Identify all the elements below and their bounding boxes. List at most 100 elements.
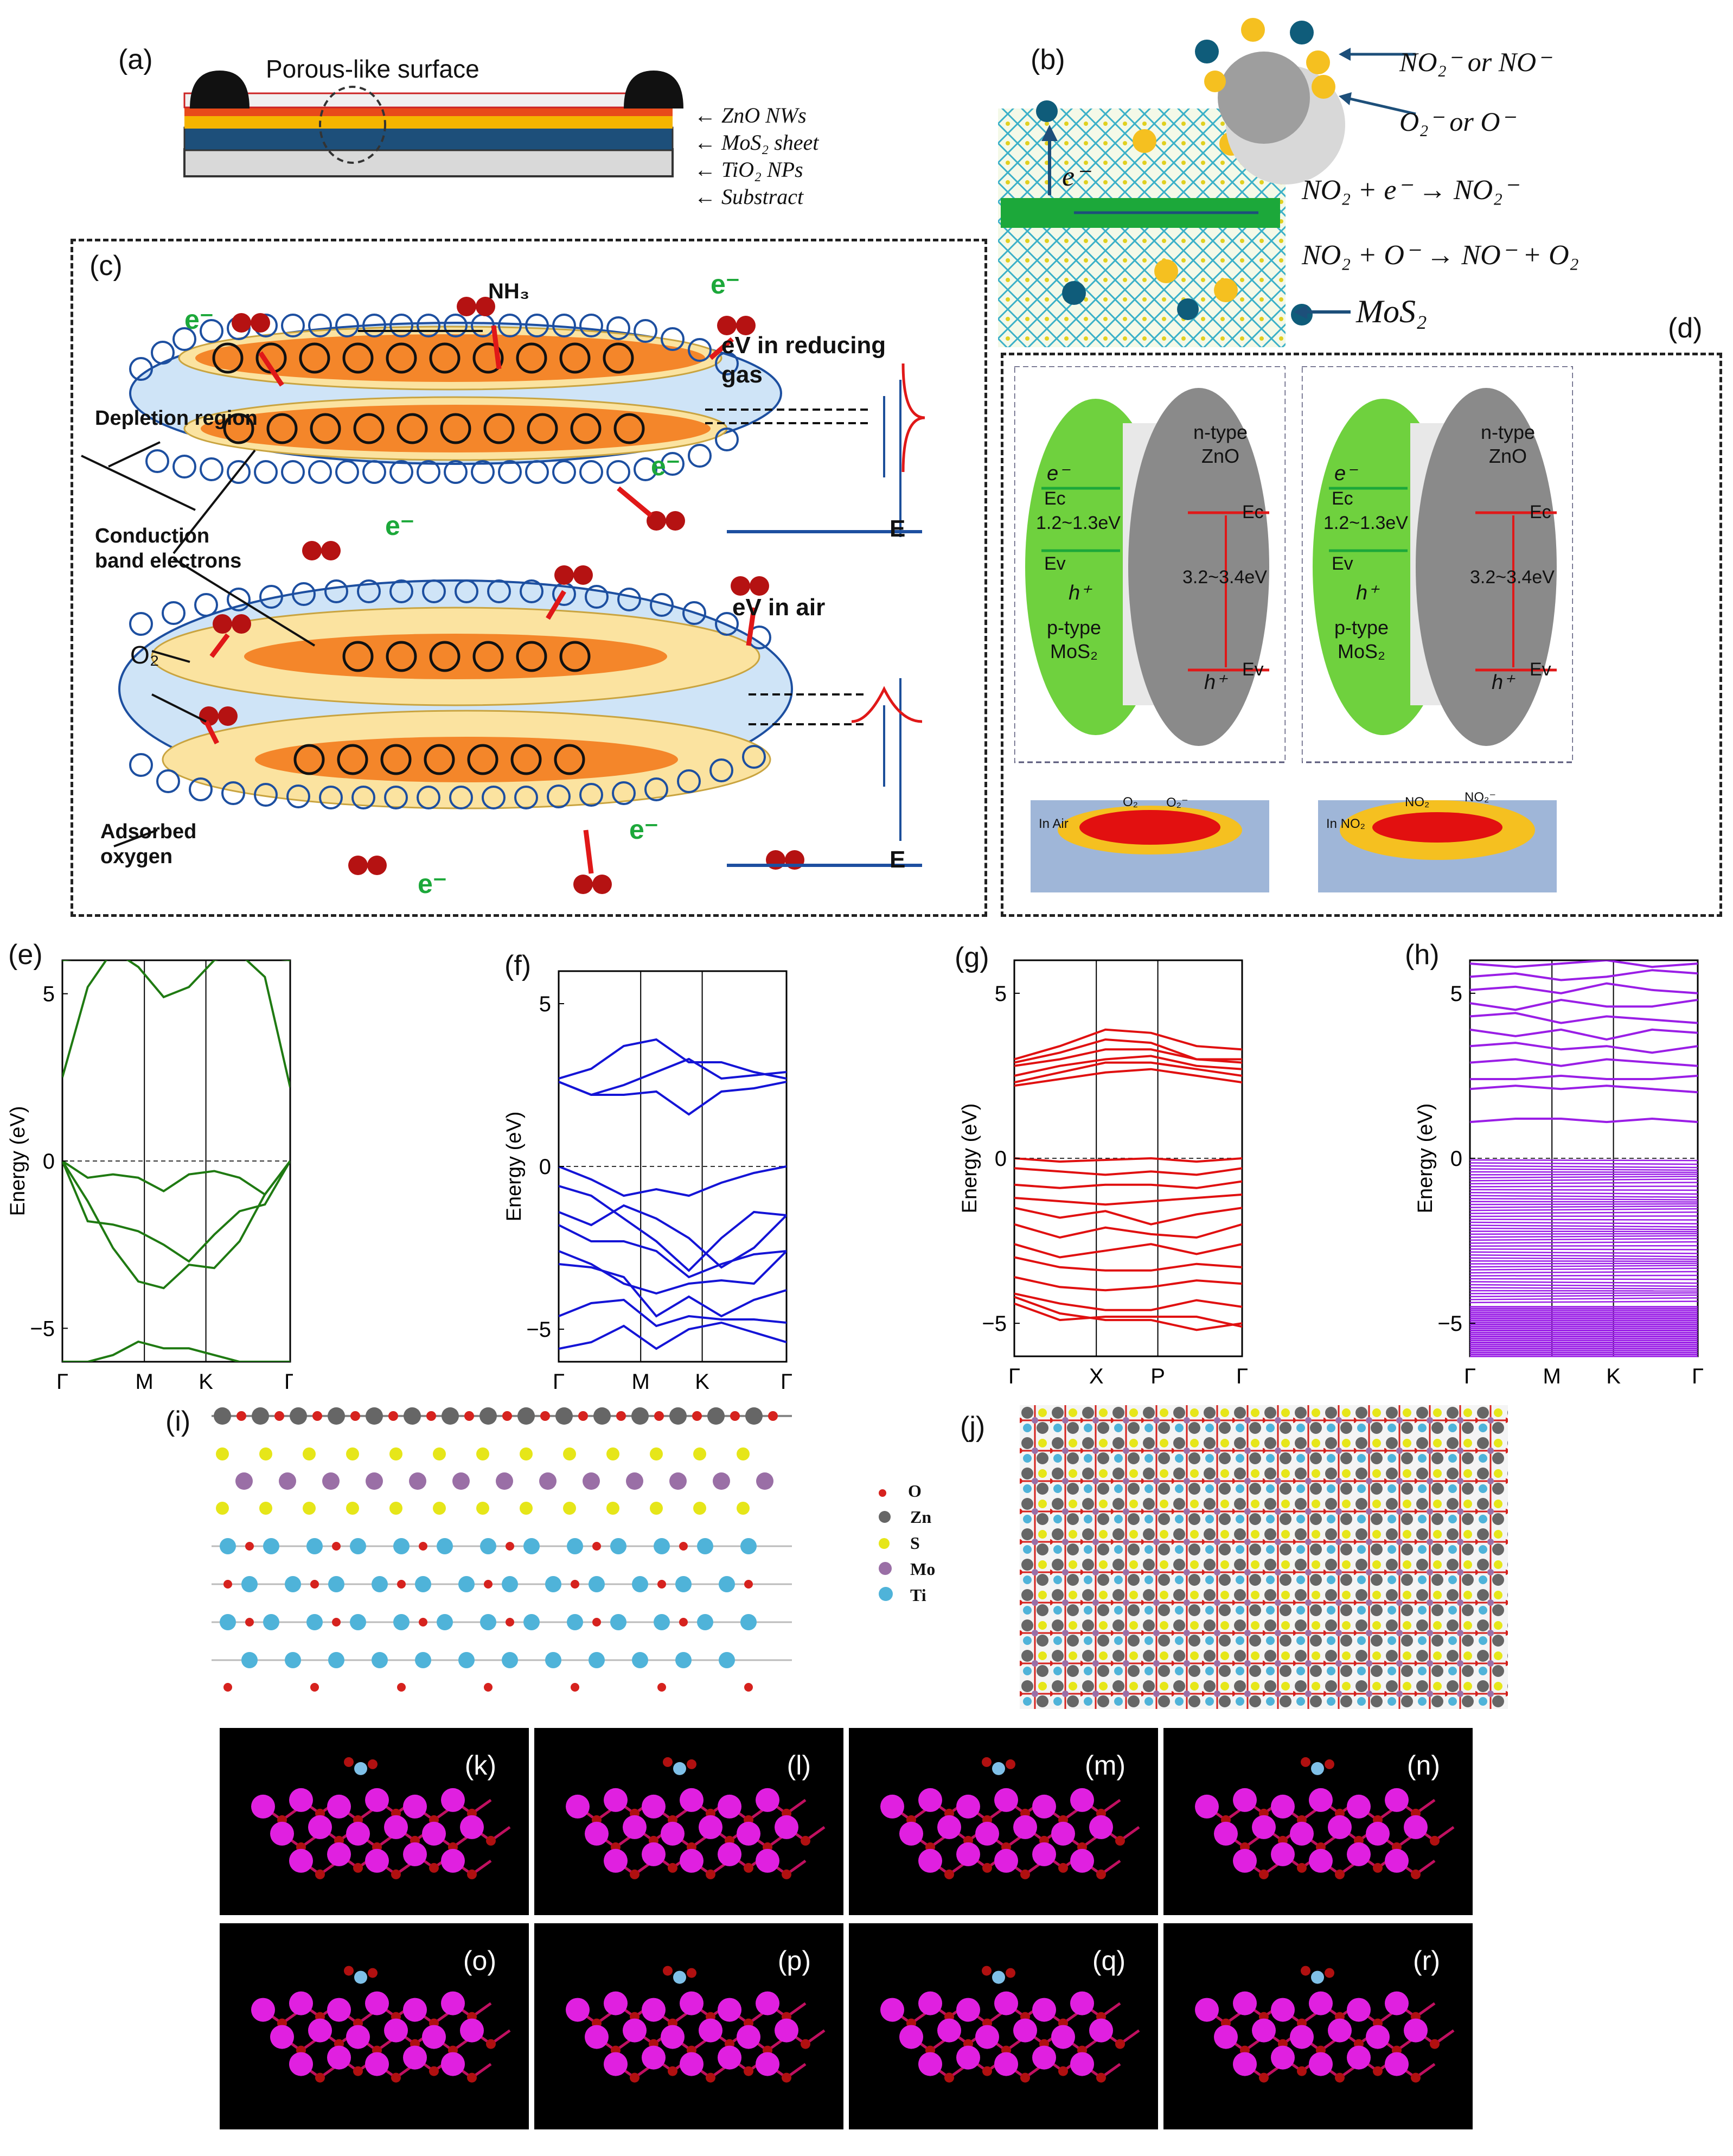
band-line (1014, 1193, 1242, 1206)
oxygen-atom (1020, 2072, 1030, 2083)
oxygen-atom (801, 2039, 810, 2049)
atom-legend: O Zn S Mo Ti (879, 1481, 960, 1611)
adsorbate-atom (673, 1970, 686, 1984)
oxygen-atom (391, 2072, 401, 2083)
band-line (559, 1321, 786, 1350)
metal-atom (956, 1794, 980, 1819)
valence-band-line (1469, 1205, 1698, 1208)
x-tick-label: M (1543, 1364, 1561, 1383)
oxygen-atom (1259, 2072, 1269, 2083)
band-line (62, 960, 290, 1088)
y-tick-label: 0 (43, 1150, 55, 1173)
metal-atom (1271, 1998, 1295, 2022)
mos2-label: MoS₂ (1356, 294, 1427, 329)
metal-atom (623, 1815, 647, 1839)
energy-axis-label-top: E (890, 515, 906, 542)
band-line (559, 1038, 786, 1080)
ev-reducing-gas-label: eV in reducing gas (721, 332, 886, 388)
oxygen-atom (1096, 2072, 1106, 2083)
oxygen-atom (467, 2072, 477, 2083)
panel-label-d: (d) (1668, 312, 1703, 344)
eminus-p-air: e⁻ (1047, 462, 1070, 485)
oxygen-atom (1020, 1869, 1030, 1879)
oxygen-atom (706, 1869, 715, 1879)
ion-label-no2: NO₂⁻ or NO⁻ (1399, 47, 1551, 77)
metal-atom (585, 1821, 609, 1846)
metal-atom (384, 2018, 408, 2043)
adsorption-snapshot-q: (q) (849, 1923, 1158, 2129)
panel-label-c: (c) (89, 250, 123, 282)
oxygen-atom (1430, 2039, 1440, 2049)
band-line (1014, 1207, 1242, 1226)
x-tick-label: Γ (284, 1370, 293, 1389)
metal-atom (566, 1998, 590, 2022)
oxygen-atom (429, 1862, 439, 1873)
metal-atom (365, 1788, 389, 1812)
valence-band-line (1469, 1192, 1698, 1195)
ec-p-no2: Ec (1332, 488, 1353, 509)
valence-band-line (1469, 1224, 1698, 1228)
metal-atom (308, 2018, 332, 2043)
oxygen-atom (944, 1869, 954, 1879)
ev-air-label: eV in air (732, 594, 826, 621)
band-line (1470, 1028, 1698, 1041)
oxygen-atom (1058, 2066, 1068, 2076)
oxygen-atom (1259, 1869, 1269, 1879)
adsorbate-oxygen (1325, 1968, 1334, 1978)
metal-atom (994, 2052, 1018, 2076)
metal-atom (1271, 1794, 1295, 1819)
adsorbate-atom (1311, 1762, 1324, 1775)
panel-label-i: (i) (165, 1406, 191, 1437)
metal-atom (1070, 1991, 1094, 2015)
band-line (1014, 1068, 1242, 1087)
panel-label-l: (l) (786, 1750, 811, 1781)
metal-atom (1366, 2025, 1390, 2049)
oxygen-atom (1335, 1869, 1345, 1879)
oxygen-atom (315, 2072, 325, 2083)
ec-n-air: Ec (1242, 502, 1264, 522)
electron-label-c4: e⁻ (651, 451, 681, 481)
metal-atom (1385, 1848, 1409, 1873)
oxygen-atom (486, 2039, 496, 2049)
metal-atom (289, 1991, 313, 2015)
valence-band-line (1469, 1300, 1698, 1304)
band-line (1014, 1180, 1242, 1189)
metal-atom (346, 1821, 370, 1846)
adsorbate-oxygen (982, 1966, 992, 1976)
band-line (559, 1165, 786, 1197)
electron-label-c1: e⁻ (184, 304, 214, 335)
band-line (1014, 1157, 1242, 1163)
panel-label-q: (q) (1092, 1945, 1126, 1976)
valence-band-line (1469, 1271, 1698, 1274)
metal-atom (604, 1788, 628, 1812)
valence-band-line (1469, 1241, 1698, 1244)
metal-atom (1013, 1815, 1037, 1839)
metal-atom (642, 1842, 666, 1866)
hplus-n-air: h⁺ (1204, 671, 1227, 694)
band-line (1014, 1028, 1242, 1061)
valence-band-line (1469, 1208, 1698, 1211)
band-line (559, 1081, 786, 1116)
metal-atom (756, 1848, 779, 1873)
panel-c-frame (71, 239, 987, 917)
metal-atom (1252, 1815, 1276, 1839)
valence-band-line (1469, 1221, 1698, 1224)
band-line (559, 1250, 786, 1295)
oxygen-atom (944, 2072, 954, 2083)
metal-atom (880, 1794, 904, 1819)
layer-label-zno: ← ZnO NWs (694, 103, 807, 127)
y-tick-label: −5 (30, 1317, 55, 1341)
band-line (1014, 1223, 1242, 1239)
adsorption-snapshot-n: (n) (1163, 1728, 1473, 1915)
metal-atom (1051, 1821, 1075, 1846)
metal-atom (1032, 1794, 1056, 1819)
metal-atom (365, 2052, 389, 2076)
metal-atom (956, 1842, 980, 1866)
metal-atom (899, 2025, 923, 2049)
metal-atom (661, 1821, 685, 1846)
oxygen-atom (1411, 2072, 1421, 2083)
metal-atom (1089, 1815, 1113, 1839)
